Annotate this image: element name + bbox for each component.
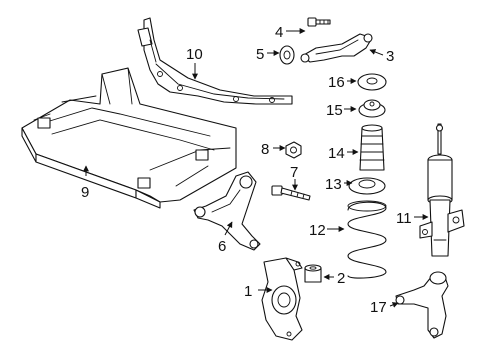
part-3-upper-arm: [300, 33, 373, 63]
part-8-nut: [285, 141, 302, 159]
part-16-mount-plate: [357, 73, 387, 91]
callout-1: 1: [244, 283, 252, 300]
callout-8: 8: [261, 141, 269, 158]
part-14-dust-boot: [359, 124, 385, 171]
part-15-strut-mount: [358, 99, 386, 118]
callout-13: 13: [325, 176, 342, 193]
part-1-knuckle: [261, 257, 303, 341]
callout-4: 4: [275, 24, 283, 41]
callout-11: 11: [396, 210, 412, 227]
part-10-bracket: [137, 17, 293, 105]
leader-17: [389, 302, 399, 308]
part-13-spring-seat: [348, 177, 386, 195]
callout-leaders: [83, 28, 429, 308]
callout-14: 14: [328, 145, 345, 162]
callout-9: 9: [81, 184, 89, 201]
part-2-bushing: [304, 264, 322, 283]
part-12-coil-spring: [347, 200, 387, 279]
callout-2: 2: [337, 270, 345, 287]
callout-7: 7: [290, 164, 298, 181]
part-4-bolt: [307, 17, 331, 27]
callout-3: 3: [386, 48, 394, 65]
callout-17: 17: [370, 299, 387, 316]
part-17-link: [395, 271, 449, 339]
callout-6: 6: [218, 238, 226, 255]
part-6-lower-arm: [193, 171, 261, 251]
leader-3: [369, 49, 384, 56]
part-11-strut: [419, 123, 465, 257]
part-7-bolt: [271, 185, 311, 201]
leader-6: [224, 221, 233, 236]
part-5-bushing: [279, 45, 295, 65]
callout-labels: 1 2 3 4 5 6 7 8 9 10 11 12 13 14 15 16 1…: [81, 24, 412, 316]
callout-10: 10: [186, 46, 203, 63]
callout-15: 15: [326, 102, 343, 119]
callout-5: 5: [256, 46, 264, 63]
callout-12: 12: [309, 222, 326, 239]
callout-16: 16: [328, 74, 345, 91]
